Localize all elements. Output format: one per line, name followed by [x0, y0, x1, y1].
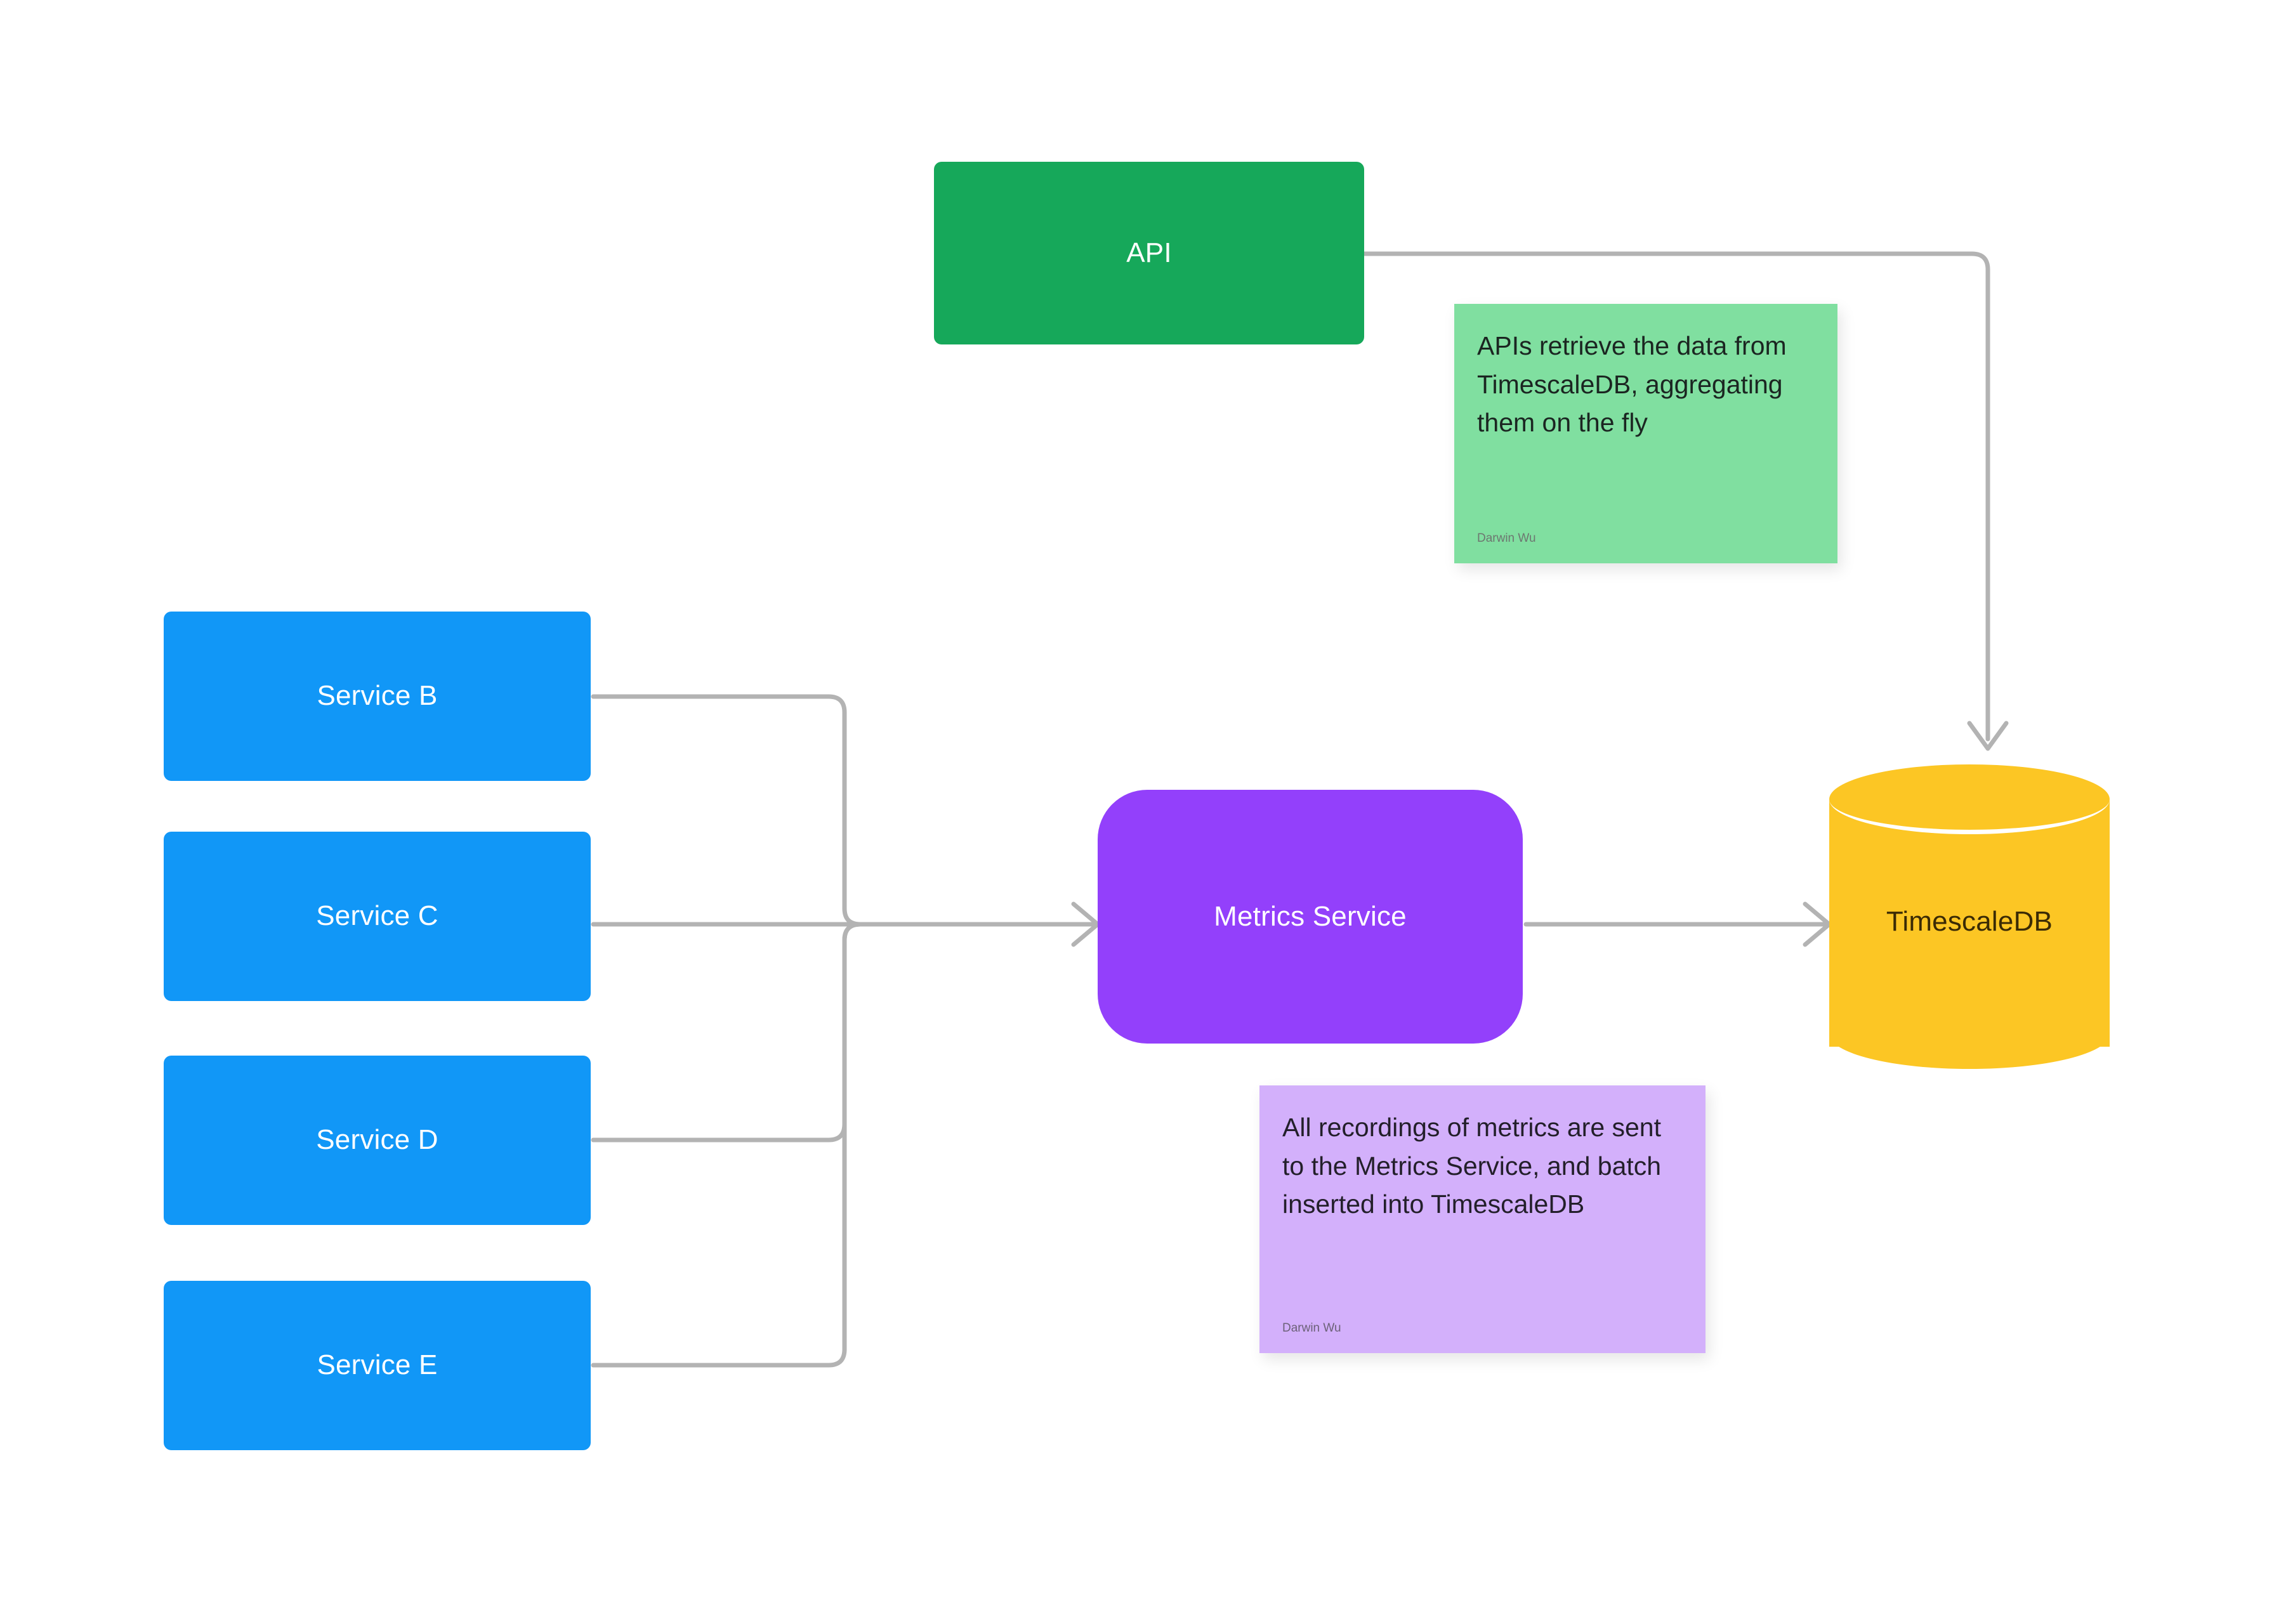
node-metrics-service-label: Metrics Service: [1214, 900, 1407, 932]
node-service-b-label: Service B: [317, 680, 438, 712]
arrowhead-to-metrics-service: [1071, 901, 1100, 947]
node-service-c[interactable]: Service C: [164, 832, 591, 1001]
node-service-c-label: Service C: [316, 900, 438, 932]
edge-service-e: [591, 922, 863, 1368]
node-timescaledb[interactable]: TimescaleDB: [1829, 764, 2110, 1080]
sticky-note-purple-author: Darwin Wu: [1282, 1321, 1341, 1335]
edge-service-b: [591, 694, 863, 927]
cylinder-body: [1829, 799, 2110, 1047]
node-api-label: API: [1126, 237, 1172, 268]
node-service-d-label: Service D: [316, 1124, 438, 1156]
node-metrics-service[interactable]: Metrics Service: [1098, 790, 1523, 1044]
node-api[interactable]: API: [934, 162, 1364, 344]
sticky-note-purple-text: All recordings of metrics are sent to th…: [1282, 1113, 1662, 1219]
cylinder-top-cap: [1829, 764, 2110, 834]
arrowhead-api-to-timescaledb: [1967, 721, 2009, 751]
sticky-note-green[interactable]: APIs retrieve the data from TimescaleDB,…: [1454, 304, 1837, 563]
sticky-note-green-text: APIs retrieve the data from TimescaleDB,…: [1477, 331, 1787, 438]
node-service-d[interactable]: Service D: [164, 1056, 591, 1225]
edge-service-d: [591, 922, 863, 1143]
node-service-b[interactable]: Service B: [164, 612, 591, 781]
node-service-e-label: Service E: [317, 1349, 438, 1381]
arrowhead-to-timescaledb: [1803, 901, 1832, 947]
sticky-note-green-author: Darwin Wu: [1477, 532, 1536, 545]
node-service-e[interactable]: Service E: [164, 1281, 591, 1450]
node-timescaledb-label: TimescaleDB: [1886, 906, 2053, 938]
sticky-note-purple[interactable]: All recordings of metrics are sent to th…: [1259, 1085, 1705, 1353]
